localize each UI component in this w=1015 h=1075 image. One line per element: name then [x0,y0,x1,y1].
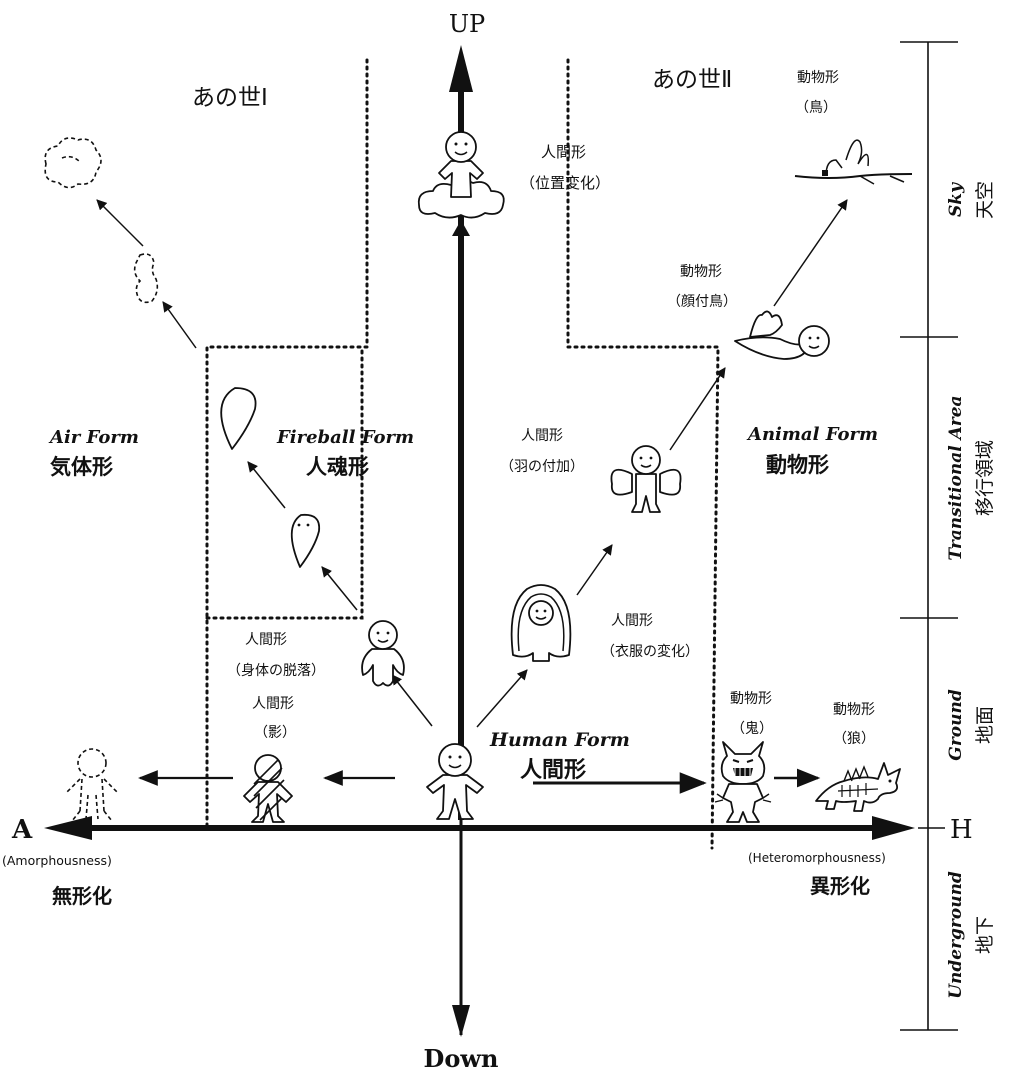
air-form-japanese: 気体形 [50,455,113,479]
level-transitional: Transitional Area 移行領域 [946,395,996,560]
otherworld-2-label: あの世Ⅱ [652,67,732,93]
level-transitional-japanese: 移行領域 [974,440,996,516]
down-label: Down [424,1044,499,1073]
shadow-human-figure [244,755,292,822]
human-shadow-label-2: （影） [254,725,296,741]
wolf-figure [816,763,900,811]
human-form-japanese: 人間形 [520,758,586,783]
amorphous-english: (Amorphousness) [2,853,112,868]
horizontal-axis [44,816,945,840]
amorphous-japanese: 無形化 [52,884,112,908]
fireball-figure [221,388,255,449]
bird-figure [795,140,912,184]
level-sky-japanese: 天空 [974,181,996,219]
level-transitional-english: Transitional Area [946,395,966,560]
animal-oni-label-2: （鬼） [731,721,773,737]
human-on-cloud-figure [419,132,504,218]
amorphous-human-figure [66,749,118,821]
left-arrowhead [44,816,92,840]
otherworld-1-label: あの世Ⅰ [192,85,268,111]
animal-facebird-label-2: （顔付鳥） [667,294,737,310]
human-body-label-2: （身体の脱落） [227,663,325,679]
human-clothes-figure [512,585,571,661]
human-body-label-1: 人間形 [245,632,287,648]
oni-figure [715,742,771,822]
air-blob-figure [135,254,158,302]
heteromorphous-japanese: 異形化 [810,874,870,898]
inner-up-arrowhead [452,220,470,236]
fireball-face-figure [292,515,319,567]
body-shedding-human-figure [362,621,404,686]
fireball-form-japanese: 人魂形 [306,455,369,479]
level-ground: Ground 地面 [946,689,996,761]
up-label: UP [449,10,485,38]
winged-human-figure [611,446,680,512]
human-wings-label-2: （羽の付加） [500,459,584,475]
animal-form-english: Animal Form [746,424,878,445]
human-shadow-label-1: 人間形 [252,696,294,712]
animal-bird-label-2: （鳥） [795,100,837,116]
level-underground-english: Underground [946,871,966,999]
animal-oni-label-1: 動物形 [730,691,772,707]
human-wings-label-1: 人間形 [521,428,563,444]
human-clothes-label-1: 人間形 [611,613,653,629]
level-ground-english: Ground [946,689,966,761]
heteromorphous-letter: H [950,815,973,845]
up-arrowhead [449,45,473,92]
level-underground: Underground 地下 [946,871,996,999]
animal-wolf-label-1: 動物形 [833,702,875,718]
air-form-english: Air Form [48,427,139,448]
level-sky: Sky 天空 [946,181,996,219]
animal-form-japanese: 動物形 [766,453,829,477]
animal-facebird-label-1: 動物形 [680,264,722,280]
amorphous-letter: A [11,815,33,845]
human-position-label-1: 人間形 [541,143,586,161]
human-figure [427,744,483,819]
level-ground-japanese: 地面 [974,706,996,744]
down-arrowhead [452,1005,470,1037]
human-clothes-label-2: （衣服の変化） [601,643,699,660]
face-bird-figure [735,311,829,359]
animal-bird-label-1: 動物形 [797,70,839,86]
human-position-label-2: （位置変化） [520,174,610,192]
human-form-english: Human Form [489,729,630,751]
animal-wolf-label-2: （狼） [833,731,875,747]
level-underground-japanese: 地下 [974,916,996,954]
fireball-form-english: Fireball Form [276,427,414,448]
right-arrowhead [872,816,915,840]
level-sky-english: Sky [946,182,966,217]
air-cloud-figure [45,138,101,188]
heteromorphous-english: (Heteromorphousness) [748,851,886,865]
